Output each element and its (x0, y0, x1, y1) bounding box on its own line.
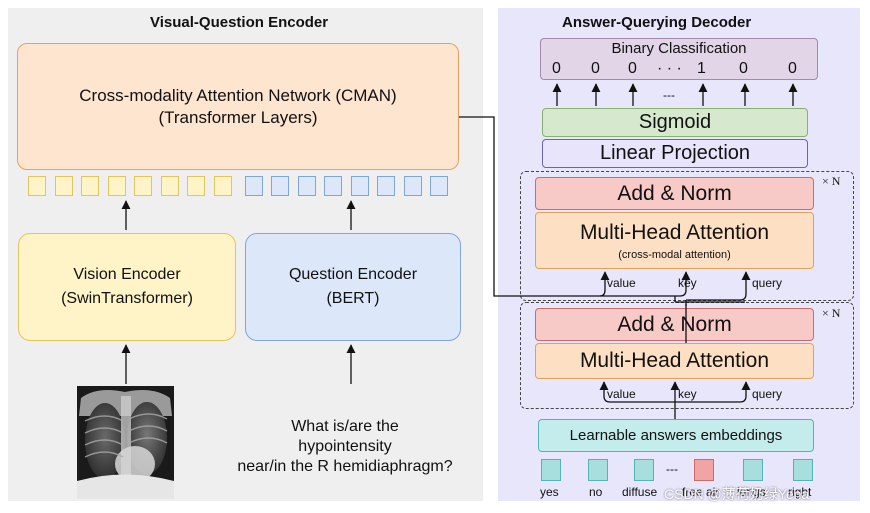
answer-token (634, 459, 654, 481)
lower-add-norm-box: Add & Norm (535, 308, 814, 341)
binary-output: 0 (552, 60, 561, 77)
binary-classification-title: Binary Classification (611, 40, 747, 57)
answer-token-highlighted (694, 459, 714, 481)
encoder-title: Visual-Question Encoder (150, 14, 329, 31)
lower-key-label: key (678, 387, 697, 401)
chest-xray-image (77, 386, 174, 499)
question-token (324, 176, 342, 196)
answer-label-right: right (788, 485, 812, 499)
question-token (377, 176, 395, 196)
upper-times-n: × N (822, 174, 841, 188)
xray-drawing (77, 386, 174, 499)
binary-output: 0 (739, 60, 748, 77)
binary-output: 0 (628, 60, 637, 77)
answer-label-yes: yes (540, 485, 559, 499)
visual-token (55, 176, 73, 196)
answer-token (793, 459, 813, 481)
upper-mha-label: Multi-Head Attention (579, 220, 770, 244)
embeddings-label: Learnable answers embeddings (569, 427, 783, 444)
watermark: CSDN @薄荷奶绿Yena (664, 486, 810, 502)
visual-token (108, 176, 126, 196)
visual-token (81, 176, 99, 196)
linear-projection-label: Linear Projection (599, 142, 751, 164)
binary-output: 0 (591, 60, 600, 77)
sigmoid-label: Sigmoid (638, 111, 712, 133)
upper-value-label: value (607, 276, 636, 290)
binary-output: 1 (697, 60, 706, 77)
question-token (430, 176, 448, 196)
question-text: What is/are the hypointensity near/in th… (200, 417, 490, 477)
visual-token (214, 176, 232, 196)
upper-mha-box: Multi-Head Attention (cross-modal attent… (535, 212, 814, 269)
visual-token (161, 176, 179, 196)
outputs-ellipsis: --- (663, 88, 675, 102)
answer-label-diffuse: diffuse (622, 485, 658, 499)
sigmoid-box: Sigmoid (542, 108, 808, 137)
question-token (404, 176, 422, 196)
question-line-1: What is/are the (291, 418, 399, 435)
question-encoder-label: Question Encoder (288, 266, 418, 283)
cman-label: Cross-modality Attention Network (CMAN) (79, 85, 397, 105)
question-token (245, 176, 263, 196)
upper-add-norm-label: Add & Norm (617, 181, 732, 205)
answer-token (588, 459, 608, 481)
visual-token (134, 176, 152, 196)
embeddings-box: Learnable answers embeddings (538, 419, 814, 452)
binary-classification-box (540, 38, 818, 80)
answer-token (541, 459, 561, 481)
vision-encoder-label: Vision Encoder (73, 266, 181, 283)
lower-mha-label: Multi-Head Attention (579, 349, 770, 372)
answer-label-lungs: lungs (737, 485, 766, 499)
binary-output: · · · (657, 60, 682, 77)
question-line-3: near/in the R hemidiaphragm? (237, 458, 453, 475)
question-line-2: hypointensity (298, 438, 392, 455)
upper-mha-sublabel: (cross-modal attention) (618, 248, 731, 261)
cman-box: Cross-modality Attention Network (CMAN) … (17, 43, 459, 170)
lower-add-norm-label: Add & Norm (617, 312, 732, 336)
question-encoder-sublabel: (BERT) (326, 290, 380, 307)
question-encoder-box: Question Encoder (BERT) (245, 233, 461, 341)
visual-token (28, 176, 46, 196)
answer-label-no: no (589, 485, 603, 499)
lower-query-label: query (752, 387, 783, 401)
vision-encoder-sublabel: (SwinTransformer) (61, 290, 193, 307)
lower-times-n: × N (822, 306, 841, 320)
vision-encoder-box: Vision Encoder (SwinTransformer) (18, 233, 236, 341)
question-token (271, 176, 289, 196)
answer-token (743, 459, 763, 481)
question-token (298, 176, 316, 196)
upper-query-label: query (752, 276, 783, 290)
cman-sublabel: (Transformer Layers) (158, 107, 318, 127)
lower-mha-box: Multi-Head Attention (535, 343, 814, 379)
binary-output: 0 (788, 60, 797, 77)
answer-ellipsis: --- (666, 462, 678, 476)
answer-label-free-air: free air (682, 485, 720, 499)
question-token (351, 176, 369, 196)
visual-token (187, 176, 205, 196)
decoder-title: Answer-Querying Decoder (562, 14, 752, 31)
lower-value-label: value (607, 387, 636, 401)
linear-projection-box: Linear Projection (542, 139, 808, 168)
upper-add-norm-box: Add & Norm (535, 177, 814, 210)
